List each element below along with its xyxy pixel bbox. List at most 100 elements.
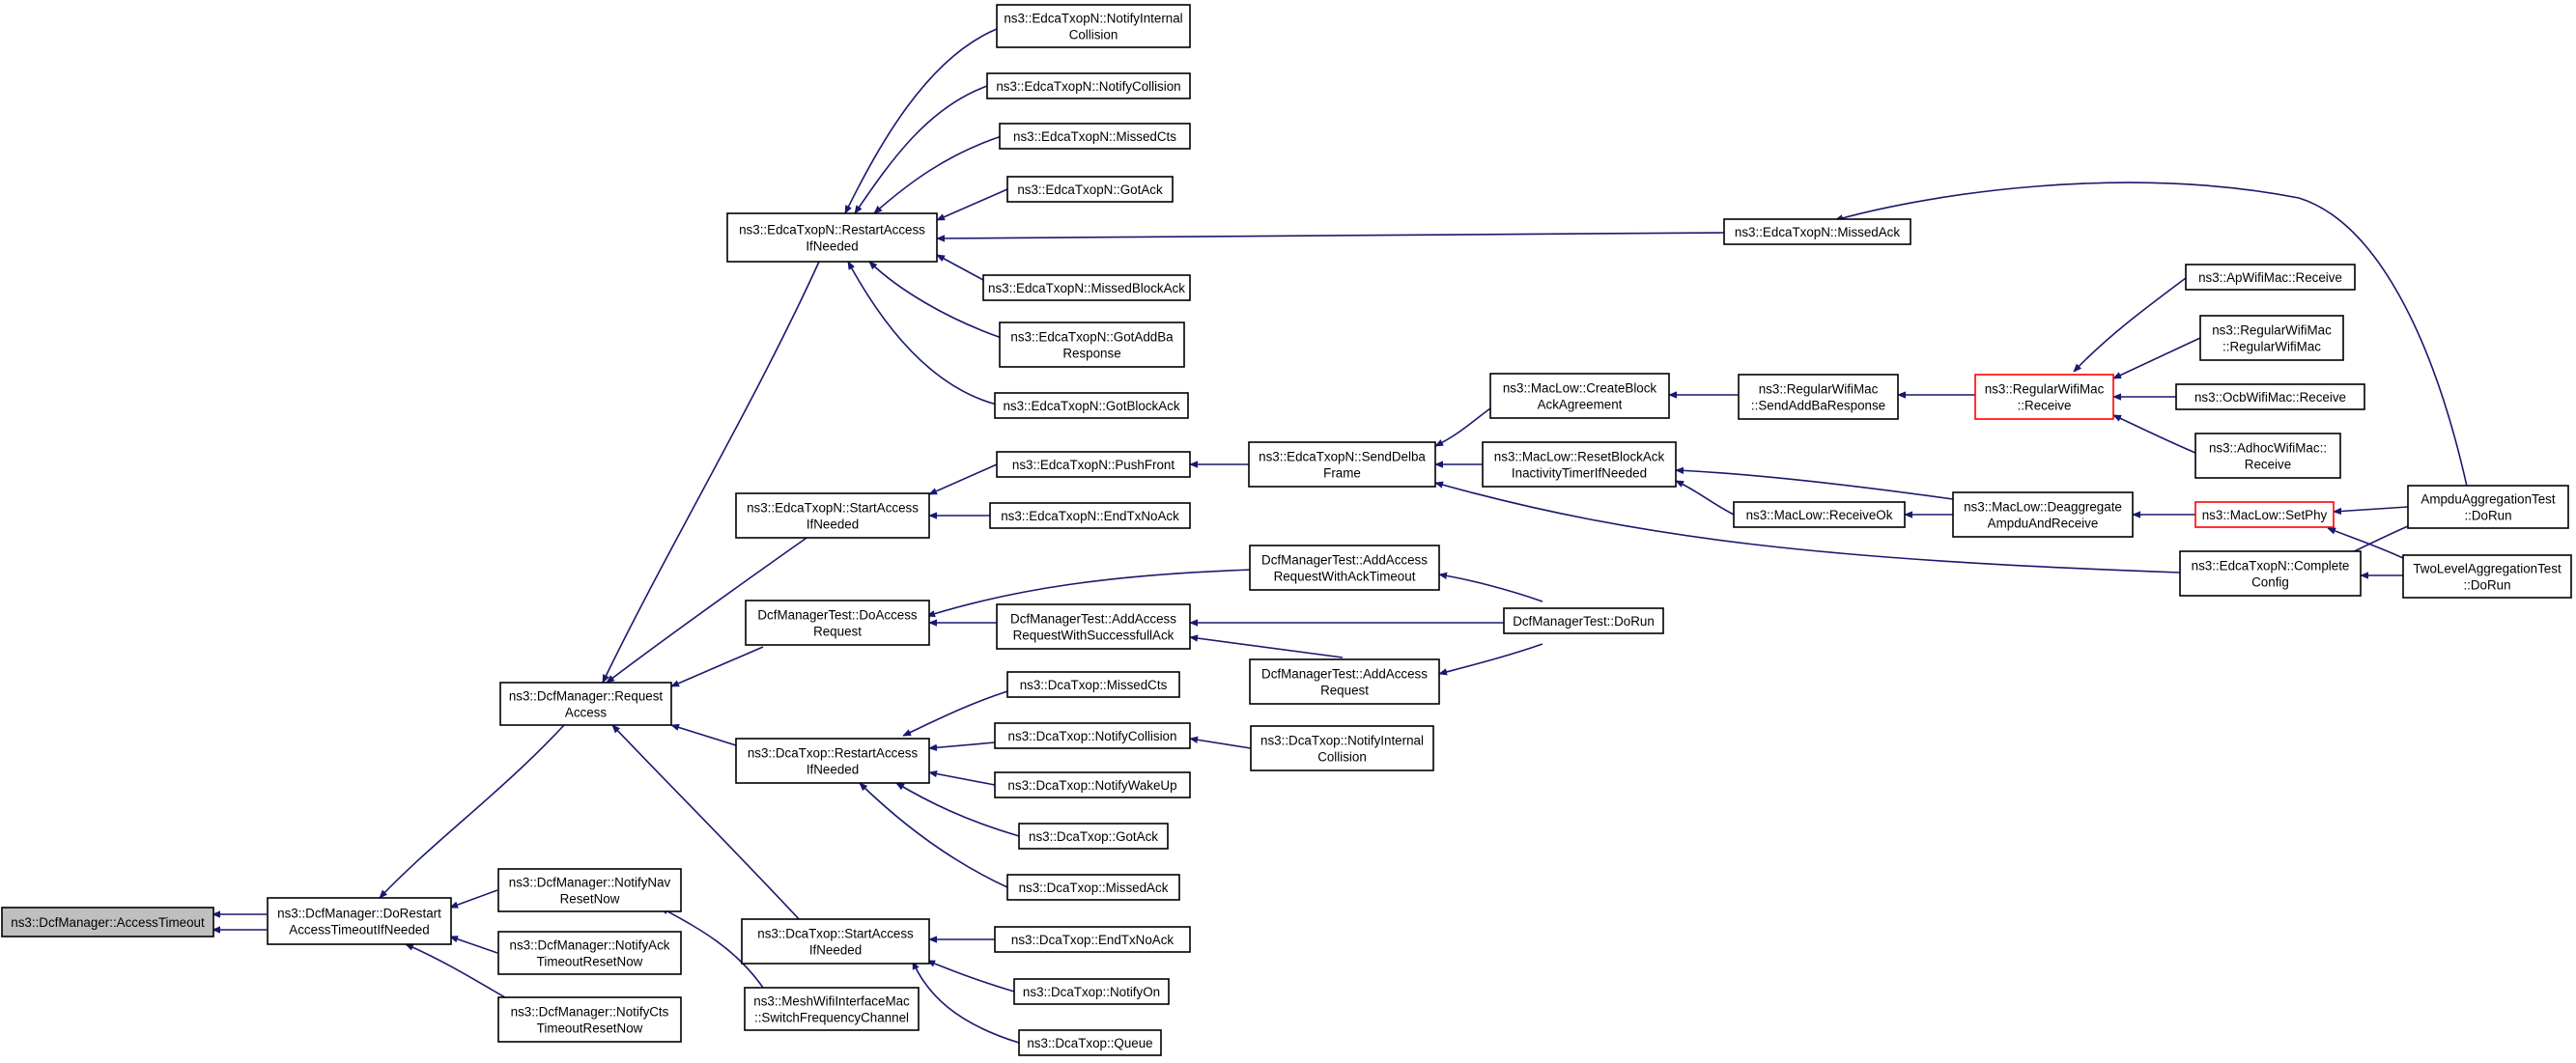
- graph-node-label: ns3::RegularWifiMac: [1759, 382, 1879, 397]
- graph-node-n25[interactable]: ns3::DcaTxop::MissedCts: [1006, 671, 1180, 698]
- edge-n48-n42: [2334, 506, 2409, 512]
- graph-node-label: ns3::DcaTxop::MissedCts: [1020, 678, 1168, 692]
- edge-n44-n41: [2074, 277, 2187, 372]
- graph-node-n0[interactable]: ns3::DcfManager::AccessTimeout: [1, 907, 214, 937]
- graph-node-label: IfNeeded: [809, 943, 862, 958]
- graph-node-n44[interactable]: ns3::ApWifiMac::Receive: [2185, 264, 2356, 291]
- edge-n8-n2: [671, 646, 764, 687]
- edge-n17-n6: [869, 262, 1003, 339]
- edge-n9-n2: [671, 725, 737, 746]
- graph-node-n32[interactable]: ns3::DcaTxop::Queue: [1018, 1029, 1162, 1056]
- graph-node-n48[interactable]: AmpduAggregationTest::DoRun: [2407, 485, 2569, 529]
- edge-n32-n10: [912, 962, 1020, 1044]
- graph-node-n49[interactable]: TwoLevelAggregationTest::DoRun: [2402, 554, 2572, 599]
- graph-node-label: DcfManagerTest::AddAccess: [1261, 667, 1428, 682]
- graph-node-label: ns3::DcfManager::NotifyAck: [510, 938, 670, 953]
- graph-node-n4[interactable]: ns3::DcfManager::NotifyAckTimeoutResetNo…: [497, 931, 682, 975]
- edge-n11-n3: [661, 907, 764, 989]
- graph-node-n45[interactable]: ns3::RegularWifiMac::RegularWifiMac: [2199, 315, 2344, 361]
- graph-node-box: [1952, 491, 2134, 538]
- graph-node-n5[interactable]: ns3::DcfManager::NotifyCtsTimeoutResetNo…: [497, 996, 682, 1043]
- graph-node-label: RequestWithSuccessfullAck: [1013, 629, 1175, 643]
- graph-node-n38[interactable]: ns3::RegularWifiMac::SendAddBaResponse: [1738, 374, 1899, 420]
- graph-node-n22[interactable]: DcfManagerTest::AddAccessRequestWithAckT…: [1249, 545, 1440, 591]
- graph-node-n1[interactable]: ns3::DcfManager::DoRestartAccessTimeoutI…: [267, 897, 452, 945]
- graph-node-label: ns3::ApWifiMac::Receive: [2198, 270, 2342, 285]
- graph-node-n35[interactable]: DcfManagerTest::DoRun: [1503, 607, 1664, 634]
- graph-node-box: [741, 918, 930, 965]
- graph-node-box: [1503, 607, 1664, 634]
- graph-node-label: ::DoRun: [2464, 509, 2511, 523]
- graph-node-label: Response: [1062, 347, 1120, 361]
- graph-node-box: [1018, 1029, 1162, 1056]
- graph-node-label: TimeoutResetNow: [537, 1021, 643, 1036]
- graph-node-n39[interactable]: ns3::MacLow::ReceiveOk: [1733, 501, 1906, 528]
- graph-node-label: AmpduAggregationTest: [2420, 492, 2555, 507]
- graph-node-n18[interactable]: ns3::EdcaTxopN::GotBlockAck: [994, 392, 1189, 419]
- graph-node-label: ns3::DcaTxop::NotifyOn: [1023, 985, 1160, 999]
- graph-node-box: [2402, 554, 2572, 599]
- graph-node-n13[interactable]: ns3::EdcaTxopN::NotifyCollision: [986, 72, 1191, 99]
- graph-node-box: [726, 212, 938, 263]
- edge-n3-n1: [450, 889, 498, 909]
- graph-node-n47[interactable]: ns3::AdhocWifiMac::Receive: [2194, 433, 2341, 479]
- graph-node-n26[interactable]: ns3::DcaTxop::NotifyCollision: [994, 722, 1191, 749]
- graph-node-label: ns3::DcfManager::AccessTimeout: [11, 915, 205, 930]
- graph-node-n27[interactable]: ns3::DcaTxop::NotifyWakeUp: [994, 771, 1191, 798]
- graph-node-box: [1489, 373, 1670, 419]
- edge-n28-n9: [896, 782, 1020, 837]
- graph-node-label: AmpduAndReceive: [1988, 517, 2099, 531]
- graph-node-n16[interactable]: ns3::EdcaTxopN::MissedBlockAck: [982, 274, 1191, 301]
- graph-node-box: [1974, 374, 2114, 420]
- edge-n18-n6: [847, 262, 998, 406]
- graph-node-label: ::Receive: [2018, 399, 2072, 413]
- graph-node-n42[interactable]: ns3::MacLow::SetPhy: [2194, 501, 2335, 528]
- graph-node-n29[interactable]: ns3::DcaTxop::MissedAck: [1006, 874, 1180, 901]
- graph-node-n11[interactable]: ns3::MeshWifiInterfaceMac::SwitchFrequen…: [744, 987, 920, 1031]
- graph-node-n21[interactable]: ns3::EdcaTxopN::EndTxNoAck: [989, 502, 1191, 529]
- graph-node-box: [745, 600, 930, 646]
- graph-node-label: ns3::DcaTxop::Queue: [1027, 1036, 1152, 1050]
- edge-n2-n1: [380, 724, 565, 898]
- graph-node-label: ns3::DcfManager::Request: [509, 689, 664, 704]
- graph-node-n46[interactable]: ns3::OcbWifiMac::Receive: [2175, 383, 2365, 410]
- graph-node-n19[interactable]: ns3::EdcaTxopN::MissedAck: [1723, 218, 1911, 245]
- graph-node-n30[interactable]: ns3::DcaTxop::EndTxNoAck: [994, 926, 1191, 953]
- edge-n20-n7: [929, 463, 998, 495]
- graph-node-box: [497, 996, 682, 1043]
- graph-node-label: ns3::DcaTxop::StartAccess: [757, 927, 914, 941]
- graph-node-n37[interactable]: ns3::MacLow::ResetBlockAckInactivityTime…: [1482, 441, 1677, 488]
- graph-node-n28[interactable]: ns3::DcaTxop::GotAck: [1018, 823, 1169, 850]
- graph-node-label: DcfManagerTest::AddAccess: [1261, 553, 1428, 568]
- graph-node-label: ResetNow: [560, 892, 620, 907]
- graph-node-label: ns3::MacLow::ReceiveOk: [1746, 508, 1893, 522]
- graph-node-n14[interactable]: ns3::EdcaTxopN::MissedCts: [999, 123, 1191, 150]
- graph-node-n41[interactable]: ns3::RegularWifiMac::Receive: [1974, 374, 2114, 420]
- graph-node-n15[interactable]: ns3::EdcaTxopN::GotAck: [1006, 176, 1174, 203]
- graph-node-box: [1248, 441, 1436, 488]
- graph-node-n20[interactable]: ns3::EdcaTxopN::PushFront: [996, 451, 1191, 478]
- graph-node-n31[interactable]: ns3::DcaTxop::NotifyOn: [1013, 978, 1170, 1005]
- graph-node-box: [2407, 485, 2569, 529]
- edge-n40-n37: [1676, 470, 1954, 500]
- graph-node-label: ns3::MacLow::Deaggregate: [1964, 500, 2122, 515]
- graph-node-label: ns3::MeshWifiInterfaceMac: [753, 994, 910, 1009]
- graph-node-n23[interactable]: DcfManagerTest::AddAccessRequestWithSucc…: [996, 603, 1191, 650]
- graph-node-label: ns3::EdcaTxopN::EndTxNoAck: [1001, 509, 1179, 523]
- edge-n47-n41: [2113, 414, 2196, 454]
